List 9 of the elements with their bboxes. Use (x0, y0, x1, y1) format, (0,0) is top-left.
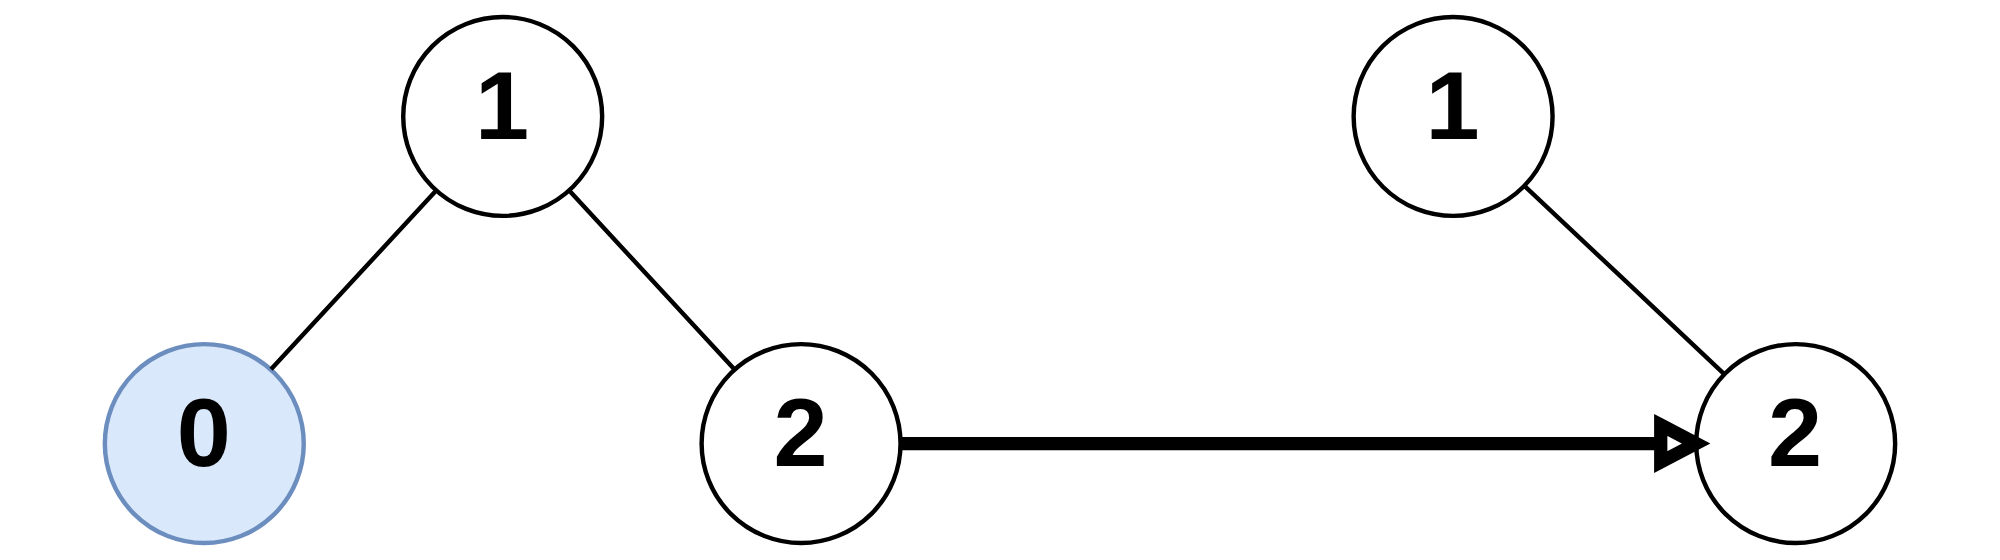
connector (568, 189, 736, 371)
node-circle: 1 (1351, 14, 1555, 219)
node-circle: 1 (401, 14, 605, 219)
arrow (901, 414, 1711, 474)
node-circle: 2 (699, 341, 903, 546)
node-circle: 0 (102, 341, 306, 546)
connector (1523, 184, 1726, 376)
node-circle: 2 (1694, 341, 1898, 546)
connector (269, 189, 438, 371)
